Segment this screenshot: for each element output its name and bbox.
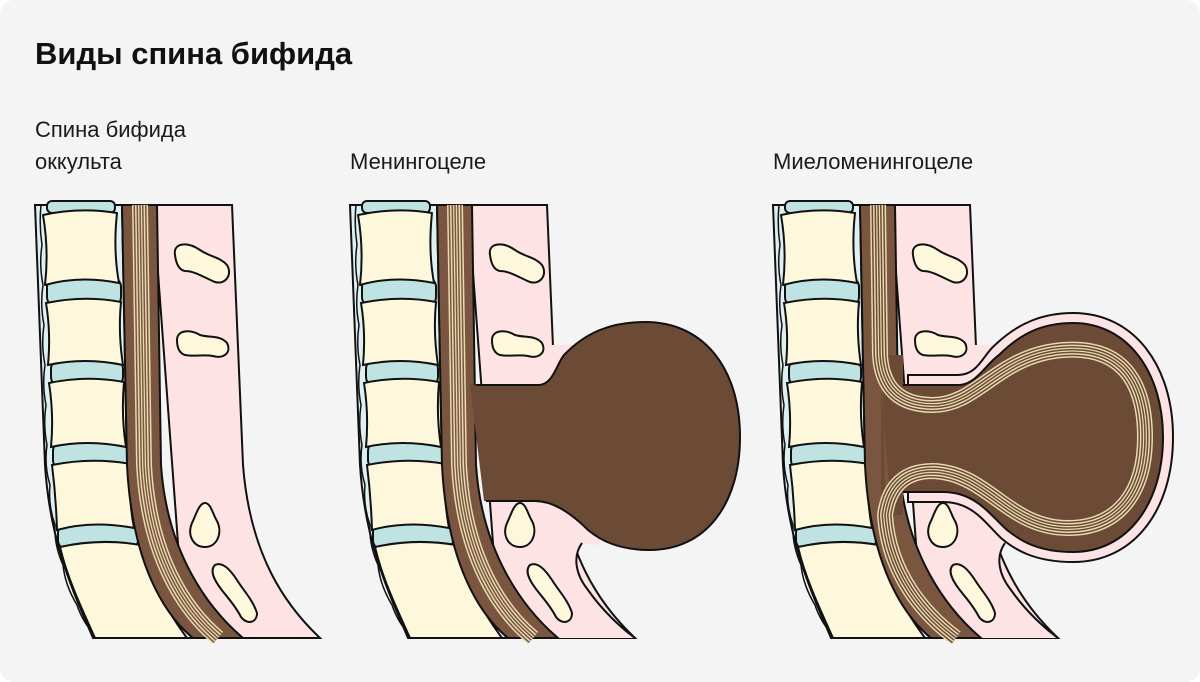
panel-myelomeningocele: [772, 200, 1175, 645]
label-line: оккульта: [35, 149, 122, 174]
spinal-nerves: [870, 204, 1154, 645]
panel-label-occulta: Спина бифида оккульта: [35, 114, 186, 178]
spinal-nerves: [132, 204, 224, 645]
panel-meningocele: [349, 200, 742, 645]
panel-label-myelomeningocele: Миеломенингоцеле: [773, 149, 974, 174]
label-line: Спина бифида: [35, 117, 186, 142]
meningeal-sac: [470, 322, 740, 550]
panel-occulta: [34, 200, 321, 645]
panel-label-meningocele: Менингоцеле: [350, 149, 487, 174]
spinal-nerves: [447, 204, 539, 645]
figure-title: Виды спина бифида: [35, 36, 353, 71]
